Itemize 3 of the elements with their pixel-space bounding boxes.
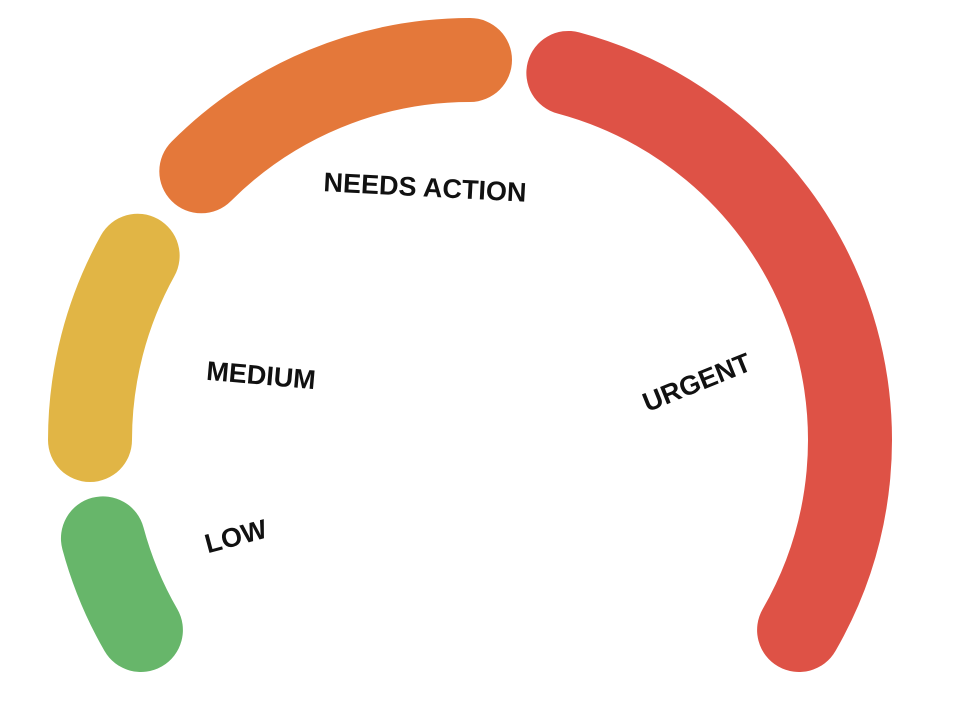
gauge-label: NEEDS ACTION bbox=[322, 167, 528, 209]
gauge-label: MEDIUM bbox=[205, 356, 317, 396]
gauge-label: LOW bbox=[202, 514, 270, 560]
